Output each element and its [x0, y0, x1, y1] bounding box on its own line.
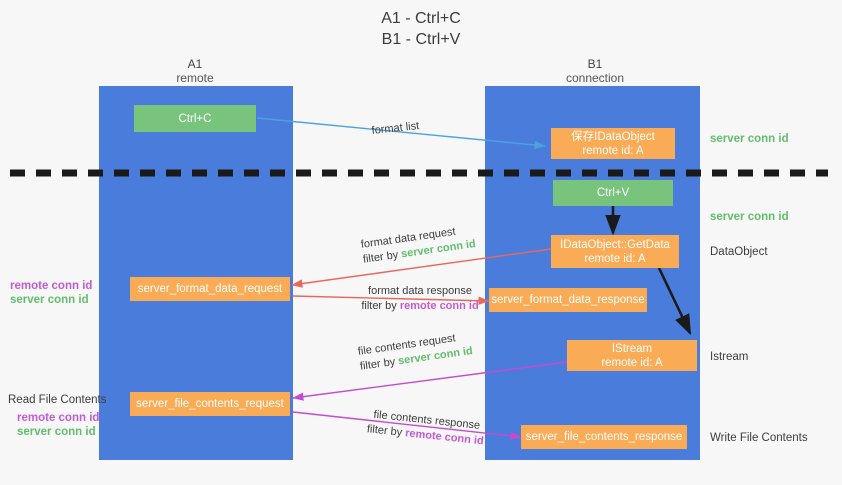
node-server-format-data-request[interactable]: server_format_data_request — [130, 277, 290, 301]
edge-label-format-data-request: format data request filter by server con… — [360, 222, 477, 268]
edge-label-format-list: format list — [371, 120, 420, 137]
edge-label-file-contents-request: file contents request filter by server c… — [357, 329, 474, 375]
node-ctrl-c[interactable]: Ctrl+C — [134, 105, 256, 132]
node-idataobject-sub: remote id: A — [582, 144, 644, 157]
node-istream-sub: remote id: A — [601, 356, 663, 369]
annotation-left-remote-conn-id-1: remote conn id — [10, 280, 93, 292]
node-getdata[interactable]: IDataObject::GetData remote id: A — [551, 235, 679, 268]
annotation-server-conn-id-1: server conn id — [710, 133, 789, 145]
node-idataobject[interactable]: 保存IDataObject remote id: A — [551, 128, 675, 159]
column-header-b1-sub: connection — [565, 71, 625, 85]
node-server-file-contents-request-label: server_file_contents_request — [136, 398, 284, 410]
column-header-a1: A1 remote — [120, 57, 270, 85]
node-ctrl-v-label: Ctrl+V — [596, 187, 630, 199]
node-getdata-label: IDataObject::GetData — [560, 238, 670, 251]
node-server-format-data-response[interactable]: server_format_data_response — [489, 288, 647, 312]
title-line-1: A1 - Ctrl+C — [381, 10, 461, 27]
node-server-format-data-response-label: server_format_data_response — [491, 294, 645, 306]
node-server-format-data-request-label: server_format_data_request — [137, 283, 283, 295]
annotation-server-conn-id-2: server conn id — [710, 211, 789, 223]
annotation-left-remote-conn-id-2: remote conn id — [17, 412, 100, 424]
column-header-a1-sub: remote — [176, 71, 214, 85]
node-server-file-contents-request[interactable]: server_file_contents_request — [130, 392, 290, 416]
edge-label-format-data-response: format data response filter by remote co… — [337, 284, 503, 314]
node-getdata-sub: remote id: A — [584, 252, 646, 265]
filter-key-remote-conn-id-1: remote conn id — [399, 300, 479, 312]
edge-label-format-data-response-line2: filter by remote conn id — [361, 300, 479, 312]
annotation-istream: Istream — [710, 351, 749, 363]
annotation-read-file-contents: Read File Contents — [8, 394, 107, 406]
edge-label-file-contents-response: file contents response filter by remote … — [345, 405, 507, 452]
annotation-write-file-contents: Write File Contents — [710, 432, 808, 444]
node-ctrl-v[interactable]: Ctrl+V — [553, 180, 673, 206]
title-line-2: B1 - Ctrl+V — [381, 31, 461, 48]
node-istream-label: IStream — [611, 342, 653, 355]
column-header-b1: B1 connection — [520, 57, 670, 85]
node-istream[interactable]: IStream remote id: A — [567, 340, 697, 371]
column-header-a1-name: A1 — [187, 57, 203, 71]
annotation-left-server-conn-id-1: server conn id — [10, 294, 89, 306]
page-title: A1 - Ctrl+C B1 - Ctrl+V — [0, 8, 842, 50]
node-ctrl-c-label: Ctrl+C — [178, 112, 212, 125]
node-server-file-contents-response-label: server_file_contents_response — [525, 431, 683, 443]
annotation-data-object: DataObject — [710, 246, 768, 258]
edge-label-format-data-response-line1: format data response — [368, 285, 472, 297]
column-header-b1-name: B1 — [587, 57, 603, 71]
node-server-file-contents-response[interactable]: server_file_contents_response — [521, 425, 687, 449]
annotation-left-server-conn-id-2: server conn id — [17, 426, 96, 438]
node-idataobject-label: 保存IDataObject — [571, 130, 655, 143]
